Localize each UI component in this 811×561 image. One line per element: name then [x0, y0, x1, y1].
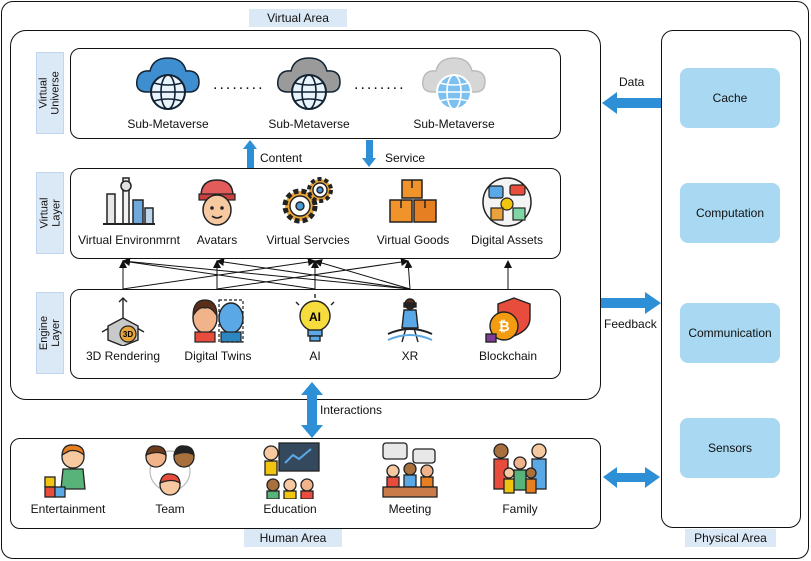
digital-twins-icon [192, 299, 244, 343]
feedback-arrow [601, 292, 661, 314]
education-label: Education [263, 502, 317, 516]
digital-twins-label: Digital Twins [184, 349, 252, 363]
sub-metaverse-label-3: Sub-Metaverse [413, 117, 495, 131]
avatars: Avatars [182, 174, 252, 247]
blockchain-bitcoin-icon: ₿ [485, 297, 531, 343]
cloud-globe-icon [276, 57, 341, 110]
3d-rendering-label: 3D Rendering [85, 349, 161, 363]
computation-label: Computation [695, 206, 765, 220]
meeting-label: Meeting [388, 502, 432, 516]
sub-metaverse-label-1: Sub-Metaverse [127, 117, 209, 131]
svg-text:AI: AI [309, 310, 321, 324]
virtual-services-label: Virtual Servcies [266, 233, 350, 247]
cloud-globe-icon [421, 57, 486, 110]
computation-box: Computation [680, 183, 780, 243]
data-arrow [602, 92, 661, 114]
virtual-layer-label: Virtual Layer [36, 172, 64, 254]
avatar-face-icon [198, 179, 236, 226]
education: Education [250, 441, 330, 516]
communication-box: Communication [680, 303, 780, 363]
service-arrow [362, 140, 376, 167]
physical-area-tag: Physical Area [685, 529, 776, 547]
sub-metaverse-2: Sub-Metaverse [259, 52, 359, 131]
xr-label: XR [401, 349, 419, 363]
engine-to-virtual-arrows [119, 257, 512, 290]
blockchain: ₿ Blockchain [470, 294, 546, 363]
digital-assets-label: Digital Assets [470, 233, 544, 247]
team-label: Team [155, 502, 185, 516]
content-arrow [243, 140, 257, 168]
ai-bulb-icon: AI [295, 294, 335, 342]
svg-text:₿: ₿ [498, 318, 509, 334]
family-icon [493, 443, 547, 494]
virtual-area-tag: Virtual Area [249, 9, 347, 27]
sensors-box: Sensors [680, 418, 780, 478]
sub-metaverse-label-2: Sub-Metaverse [268, 117, 350, 131]
sub-metaverse-3: Sub-Metaverse [404, 52, 504, 131]
interactions-label: Interactions [320, 403, 383, 417]
ai-label: AI [309, 349, 321, 363]
service-label: Service [385, 151, 426, 165]
boxes-icon [389, 179, 437, 223]
human-area-tag: Human Area [244, 529, 342, 547]
family-label: Family [502, 502, 538, 516]
virtual-services: Virtual Servcies [256, 174, 360, 247]
digital-assets: Digital Assets [462, 174, 552, 247]
xr-headset-icon [387, 298, 433, 343]
interactions-arrow [301, 382, 323, 438]
city-buildings-icon [103, 177, 155, 225]
avatars-label: Avatars [196, 233, 238, 247]
blockchain-label: Blockchain [478, 349, 538, 363]
sub-metaverse-1: Sub-Metaverse [118, 52, 218, 131]
xr: XR [380, 294, 440, 363]
virtual-goods: Virtual Goods [368, 174, 458, 247]
gears-icon [282, 177, 333, 224]
meeting: Meeting [376, 441, 444, 516]
engine-layer-label: Engine Layer [36, 292, 64, 374]
svg-text:3D: 3D [123, 330, 133, 339]
entertainment-label: Entertainment [30, 502, 106, 516]
ai: AI AI [285, 294, 345, 363]
3d-cube-icon: 3D [101, 297, 145, 346]
education-icon [263, 442, 320, 499]
cloud-globe-icon [135, 57, 200, 110]
digital-assets-icon [482, 177, 532, 227]
ellipsis-dots-1: ........ [213, 76, 265, 93]
data-label: Data [619, 75, 645, 89]
ellipsis-dots-2: ........ [354, 76, 406, 93]
communication-label: Communication [688, 326, 772, 340]
child-playing-icon [44, 444, 86, 498]
content-label: Content [260, 151, 303, 165]
virtual-environment: Virtual Environmrnt [74, 174, 184, 247]
meeting-icon [382, 442, 438, 498]
feedback-label: Feedback [604, 317, 657, 331]
entertainment: Entertainment [24, 441, 112, 516]
family: Family [488, 441, 552, 516]
cache-label: Cache [712, 91, 748, 105]
virtual-goods-label: Virtual Goods [376, 233, 450, 247]
sensors-label: Sensors [707, 441, 753, 455]
team: Team [135, 441, 205, 516]
3d-rendering: 3D 3D Rendering [80, 294, 166, 363]
digital-twins: Digital Twins [180, 294, 256, 363]
human-physical-arrow [603, 467, 660, 488]
virtual-environment-label: Virtual Environmrnt [78, 233, 180, 247]
team-people-icon [145, 445, 195, 496]
cache-box: Cache [680, 68, 780, 128]
virtual-universe-label: Virtual Universe [36, 52, 64, 134]
